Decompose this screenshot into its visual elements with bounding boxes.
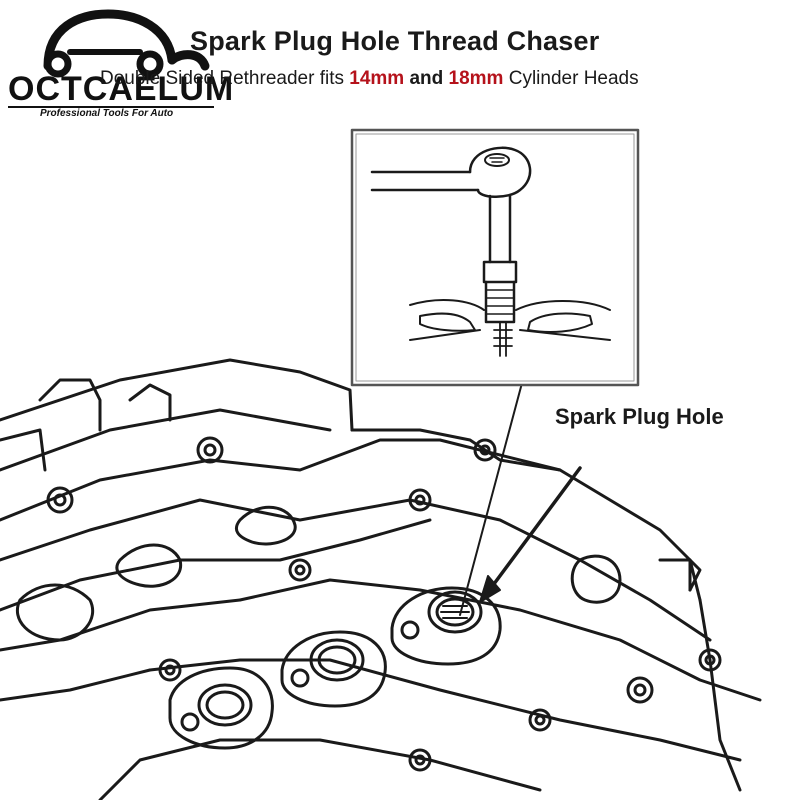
page-title: Spark Plug Hole Thread Chaser — [190, 26, 600, 56]
spark-plug-boss-3 — [168, 666, 274, 750]
subtitle-mid: and — [404, 68, 449, 89]
cylinder-head-drawing — [0, 358, 762, 800]
size-18mm: 18mm — [448, 68, 504, 89]
callout-arrowhead — [479, 575, 501, 603]
callout-label: Spark Plug Hole — [555, 404, 724, 429]
inset-illustration — [350, 128, 640, 387]
inset-leader-line — [459, 382, 523, 616]
brand-tagline: Professional Tools For Auto — [40, 108, 174, 119]
brand-name: OCTCAELUM — [8, 70, 235, 108]
subtitle-pre: Double Sided Rethreader fits — [100, 68, 350, 89]
size-14mm: 14mm — [349, 68, 405, 89]
spark-plug-boss-2 — [280, 630, 387, 708]
brand-divider — [8, 106, 214, 108]
wrench-car-logo-icon — [43, 9, 210, 78]
page-subtitle: Double Sided Rethreader fits 14mm and 18… — [100, 68, 639, 90]
subtitle-post: Cylinder Heads — [503, 68, 639, 89]
callout-arrow — [486, 466, 582, 594]
